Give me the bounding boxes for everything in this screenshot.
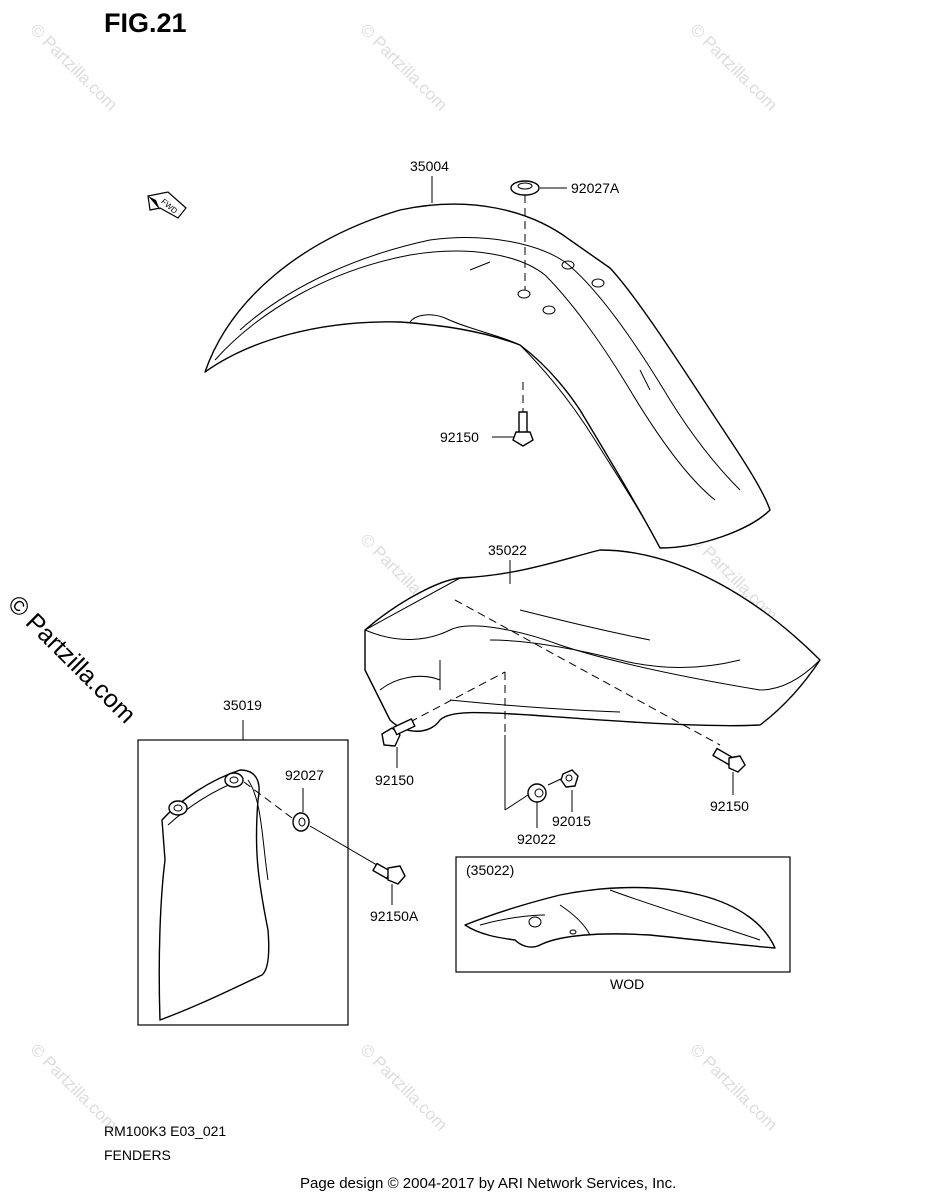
callout-rear-fender: 35022 bbox=[488, 542, 527, 558]
figure-name: FENDERS bbox=[104, 1147, 171, 1163]
nut-drawing bbox=[560, 769, 579, 788]
callout-bolt-rear-right: 92150 bbox=[710, 798, 749, 814]
callout-grommet-top: 92027A bbox=[571, 180, 620, 196]
fwd-arrow-icon: FWD bbox=[147, 191, 187, 219]
figure-code: RM100K3 E03_021 bbox=[104, 1123, 227, 1139]
inset-fender-drawing bbox=[464, 886, 776, 949]
callout-nut: 92015 bbox=[552, 813, 591, 829]
callout-bolt-front: 92150 bbox=[440, 429, 479, 445]
callout-bolt-flap: 92150A bbox=[370, 908, 419, 924]
inset-variant-label: WOD bbox=[610, 976, 645, 992]
callout-washer: 92022 bbox=[517, 831, 556, 847]
figure-title: FIG.21 bbox=[104, 8, 187, 38]
inset-frame bbox=[455, 856, 791, 973]
bolt-flap-drawing bbox=[372, 862, 406, 885]
washer-drawing bbox=[527, 783, 547, 803]
callout-grommet-flap: 92027 bbox=[285, 767, 324, 783]
callout-bolt-rear-left: 92150 bbox=[375, 772, 414, 788]
grommet-92027-drawing bbox=[292, 812, 310, 832]
bolt-rear-left-drawing bbox=[381, 718, 416, 747]
inset-ref-label: (35022) bbox=[466, 862, 515, 878]
page-credit: Page design © 2004-2017 by ARI Network S… bbox=[300, 1175, 677, 1192]
callout-mud-flap: 35019 bbox=[223, 697, 262, 713]
bolt-front-drawing bbox=[512, 411, 534, 447]
callout-front-fender: 35004 bbox=[410, 158, 449, 174]
rear-fender-drawing bbox=[364, 549, 821, 732]
mud-flap-drawing bbox=[158, 769, 270, 1021]
bolt-rear-right-drawing bbox=[712, 747, 746, 773]
grommet-92027a-drawing bbox=[510, 180, 540, 196]
front-fender-drawing bbox=[204, 203, 771, 549]
